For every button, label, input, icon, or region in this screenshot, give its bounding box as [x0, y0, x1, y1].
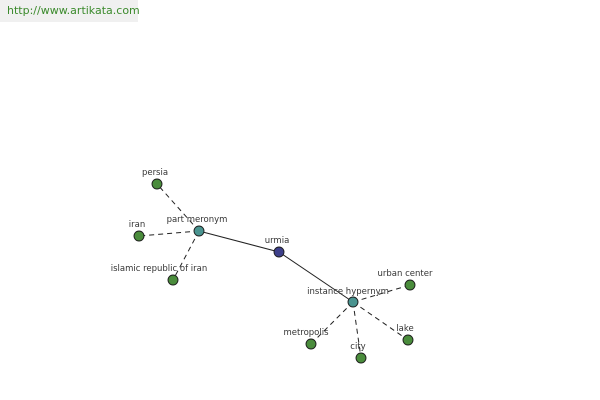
node-label-persia: persia [142, 168, 168, 178]
nodes-layer [133, 178, 416, 364]
node-label-instance-hypernym: instance hypernym [307, 287, 389, 297]
edges-layer [138, 183, 411, 359]
node-urmia[interactable] [273, 246, 285, 258]
node-iran[interactable] [133, 230, 145, 242]
node-urban-center[interactable] [404, 279, 416, 291]
node-label-part-meronym: part meronym [167, 215, 228, 225]
node-lake[interactable] [402, 334, 414, 346]
node-label-iran: iran [129, 220, 145, 230]
edge-instance-hypernym-lake [352, 301, 409, 341]
node-part-meronym[interactable] [193, 225, 205, 237]
node-label-urban-center: urban center [378, 269, 433, 279]
node-label-metropolis: metropolis [283, 328, 329, 338]
node-city[interactable] [355, 352, 367, 364]
edge-instance-hypernym-metropolis [310, 301, 354, 345]
node-persia[interactable] [151, 178, 163, 190]
edge-part-meronym-islamic-republic-of-iran [172, 230, 200, 281]
edge-urmia-instance-hypernym [278, 251, 354, 303]
edge-instance-hypernym-city [352, 301, 362, 359]
node-label-lake: lake [396, 324, 413, 334]
node-label-islamic-republic-of-iran: islamic republic of iran [111, 264, 208, 274]
node-metropolis[interactable] [305, 338, 317, 350]
edge-part-meronym-iran [138, 230, 200, 237]
edge-instance-hypernym-urban-center [352, 284, 411, 303]
node-instance-hypernym[interactable] [347, 296, 359, 308]
edge-part-meronym-persia [156, 183, 200, 232]
node-label-urmia: urmia [265, 236, 290, 246]
labels-layer: urmia part meronym instance hypernym persia… [111, 168, 433, 352]
node-islamic-republic-of-iran[interactable] [167, 274, 179, 286]
node-label-city: city [350, 342, 365, 352]
site-url-link[interactable]: http://www.artikata.com [7, 4, 140, 17]
url-bar: http://www.artikata.com [0, 0, 140, 22]
edge-urmia-part-meronym [198, 230, 280, 253]
